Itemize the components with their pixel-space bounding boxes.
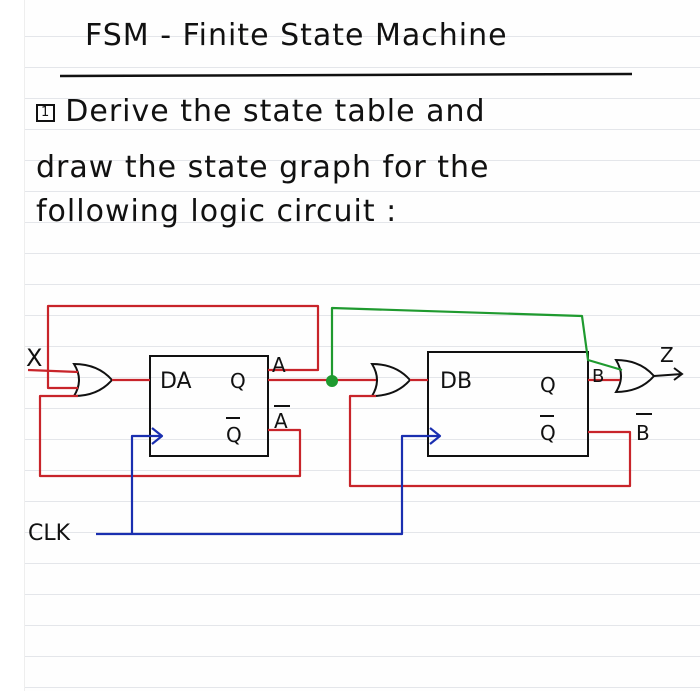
ff-a-d-label: DA [160, 369, 192, 394]
clock-label: CLK [28, 521, 71, 546]
input-x-label: X [26, 344, 42, 372]
ff-b-outbar-label: B [636, 421, 650, 445]
or-gate-b [370, 362, 412, 398]
red-wires [27, 304, 632, 488]
problem-text-line-1: Derive the state table and [65, 94, 486, 129]
problem-text-line-2: draw the state graph for the [36, 150, 490, 185]
note-title: FSM - Finite State Machine [85, 18, 508, 53]
problem-number: 1 [41, 104, 51, 120]
ff-a-q-label: Q [230, 369, 246, 393]
ff-b-q-label: Q [540, 373, 556, 397]
output-arrow [653, 367, 684, 381]
title-underline [59, 72, 633, 78]
junction-dot [326, 375, 338, 387]
ff-a-qbar-label: Q [226, 423, 242, 447]
ff-a-outbar-label: A [274, 409, 288, 433]
flip-flop-a [149, 355, 269, 457]
clock-wires [96, 427, 442, 536]
problem-number-box: 1 [36, 103, 56, 122]
output-z-label: Z [660, 343, 674, 367]
problem-text-line-3: following logic circuit : [36, 194, 398, 229]
green-wire [330, 306, 623, 380]
ff-b-qbar-label: Q [540, 421, 556, 445]
problem-line-1: 1 Derive the state table and [36, 94, 486, 129]
or-gate-output [614, 358, 656, 394]
ff-b-d-label: DB [440, 369, 472, 394]
ff-b-out-label: B [592, 366, 604, 387]
ff-a-out-label: A [272, 353, 286, 377]
flip-flop-b [427, 351, 589, 457]
note-page [24, 0, 700, 691]
or-gate-a [72, 362, 114, 398]
page-margin [0, 0, 24, 691]
